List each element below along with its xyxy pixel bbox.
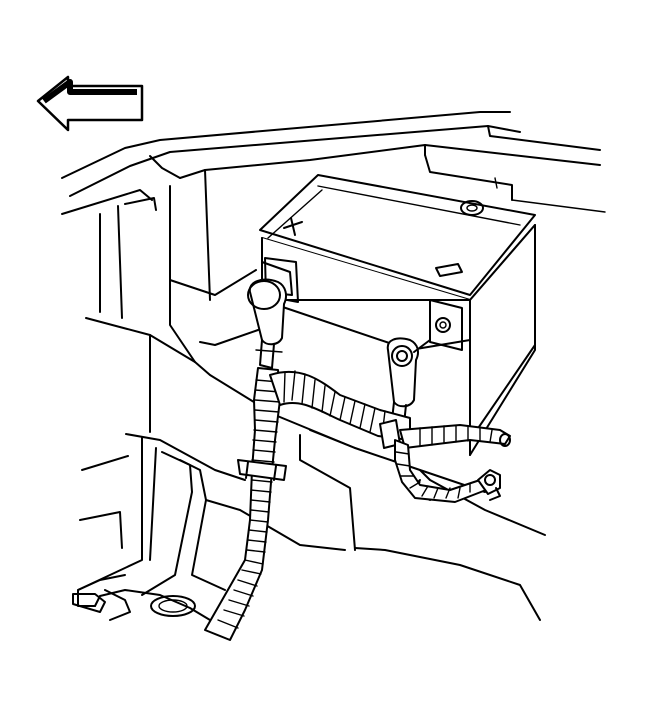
- negative-terminal-icon: [386, 337, 431, 425]
- direction-arrow-icon: [36, 75, 144, 132]
- ground-bolt-icon: [477, 469, 501, 501]
- cable-harness-icon: [204, 367, 511, 641]
- positive-terminal-icon: [247, 278, 287, 369]
- vehicle-body-panels: [61, 111, 606, 621]
- battery-icon: [259, 174, 536, 456]
- positive-symbol-icon: [283, 217, 303, 236]
